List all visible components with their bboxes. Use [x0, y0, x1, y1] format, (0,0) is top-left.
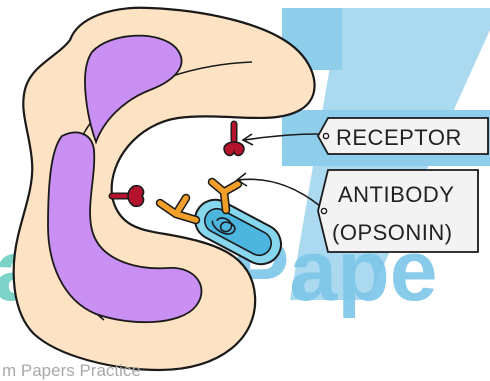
antibody-lower: [160, 198, 196, 220]
receptor-label: RECEPTOR: [336, 125, 462, 150]
antibody-label-line1: ANTIBODY: [338, 182, 454, 207]
receptor-top: [224, 124, 244, 155]
watermark-small-text: m Papers Practice: [2, 361, 141, 380]
receptor-left: [112, 186, 144, 207]
antibody-label-tag: ANTIBODY (OPSONIN): [318, 170, 478, 252]
antibody-label-line2: (OPSONIN): [332, 220, 453, 245]
receptor-label-tag: RECEPTOR: [318, 118, 488, 154]
